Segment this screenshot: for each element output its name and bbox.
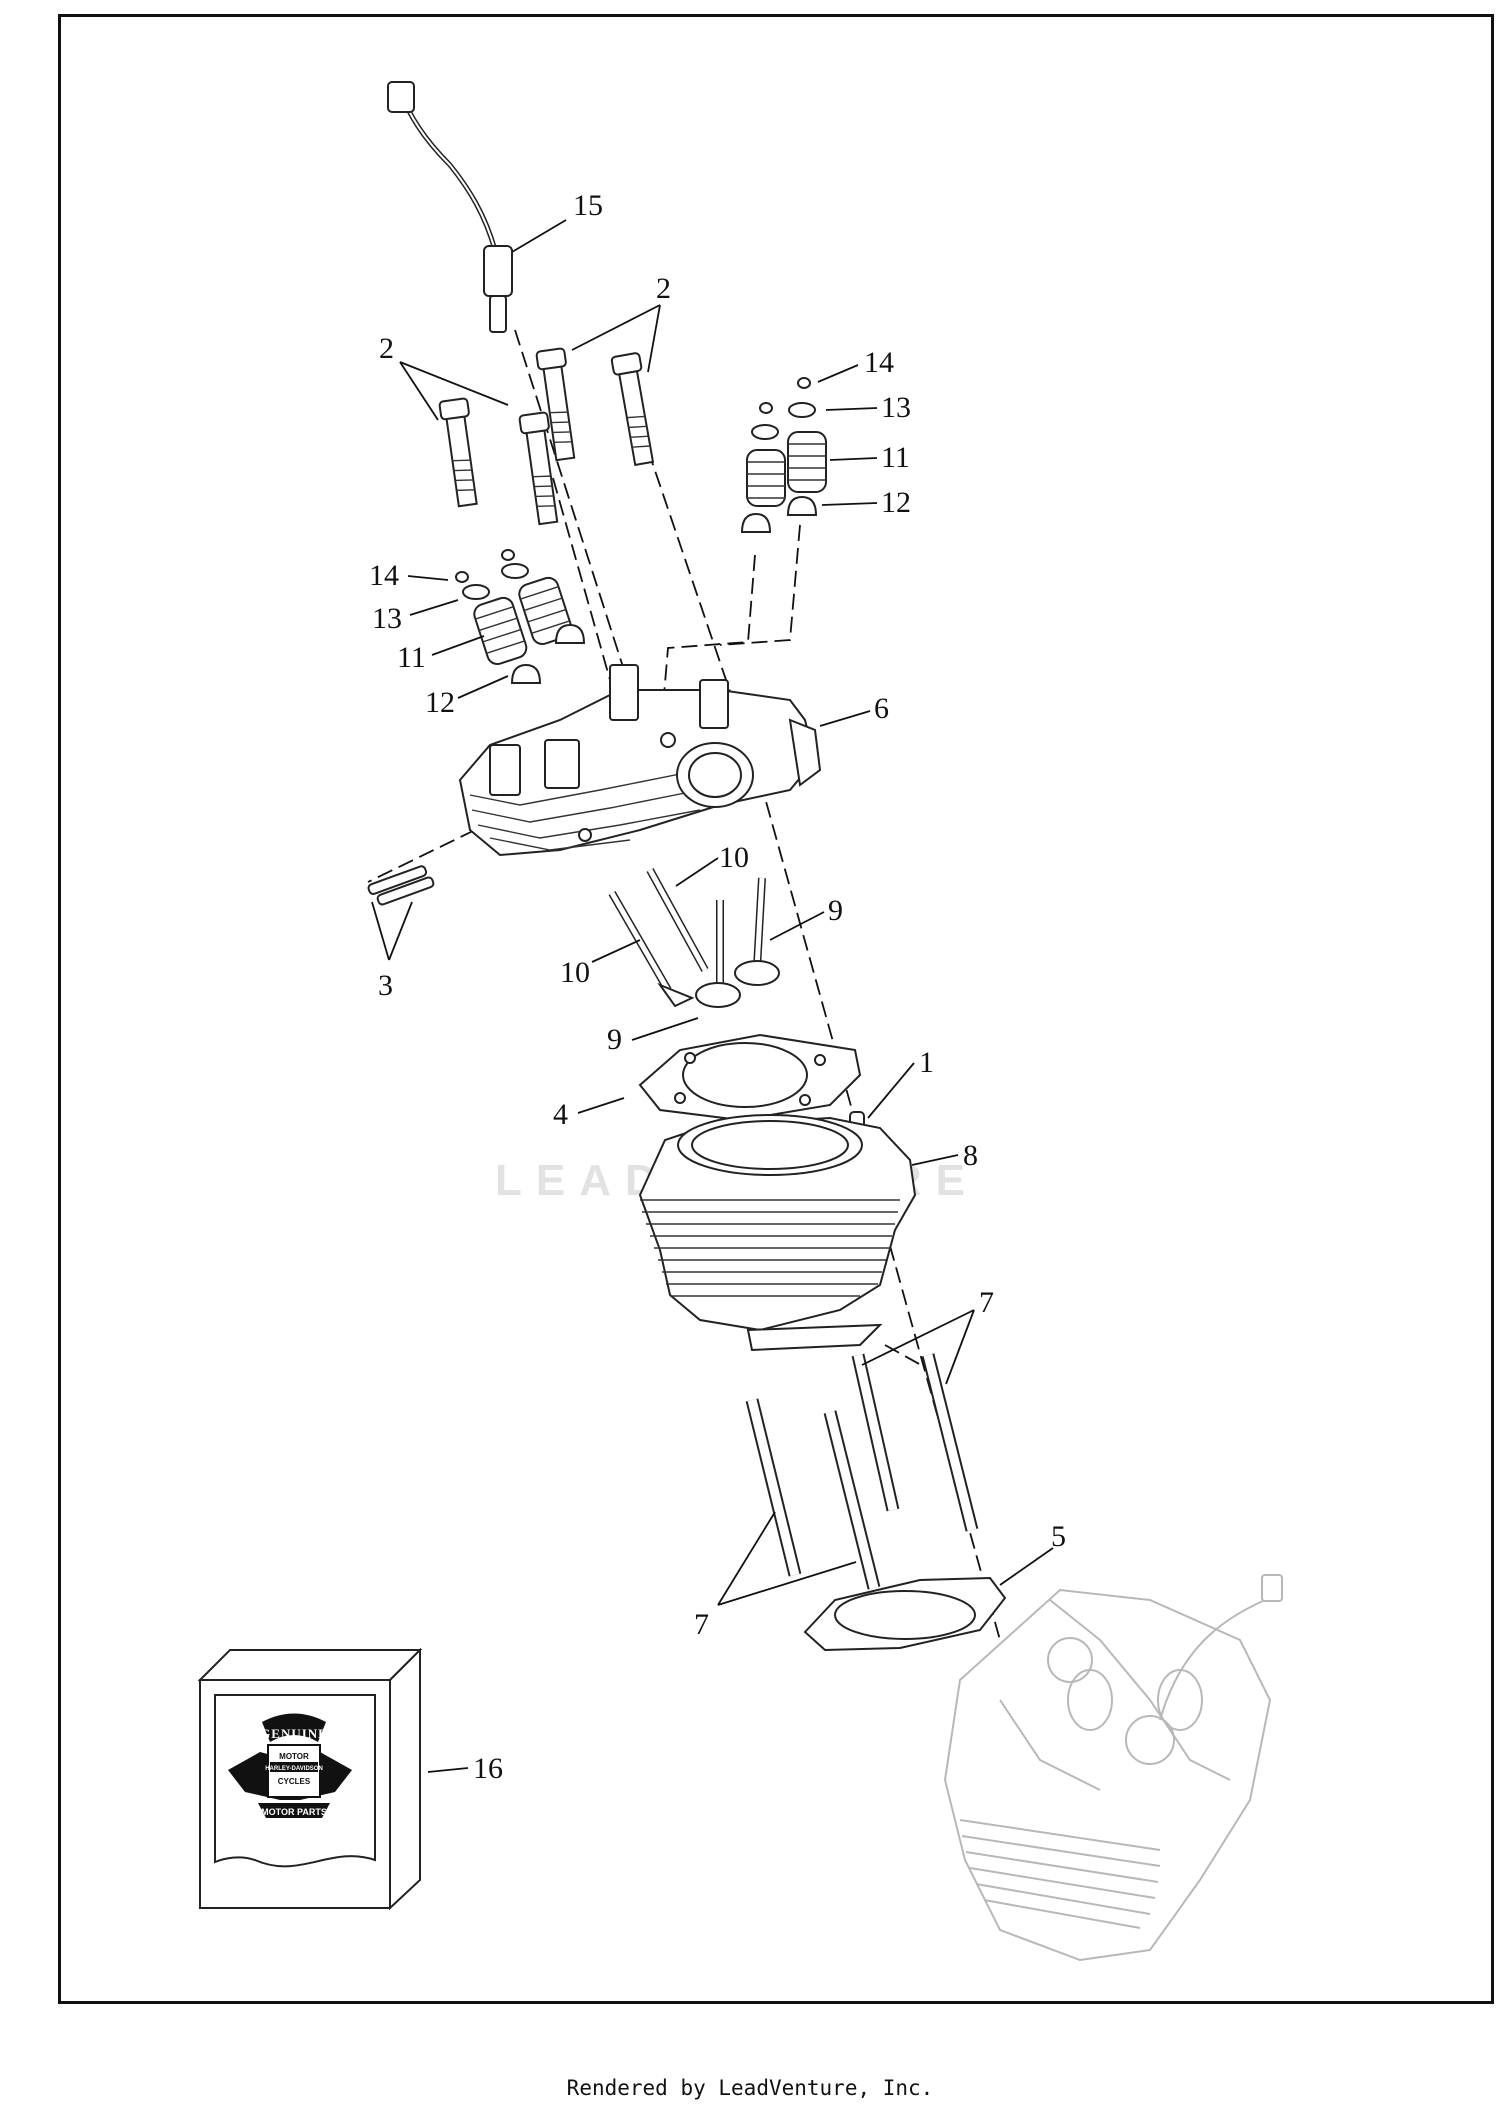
callout-14-left: 14 bbox=[369, 559, 399, 592]
logo-text-motor: MOTOR bbox=[279, 1752, 309, 1761]
callout-15: 15 bbox=[573, 189, 603, 222]
callout-11-right: 11 bbox=[881, 441, 910, 474]
part-11-14-valve-springs-left bbox=[455, 549, 586, 684]
callout-13-right: 13 bbox=[881, 391, 911, 424]
callout-4: 4 bbox=[553, 1098, 568, 1131]
callout-16: 16 bbox=[473, 1752, 503, 1785]
logo-text-genuine: GENUINE bbox=[260, 1726, 328, 1741]
logo-text-cycles: CYCLES bbox=[278, 1777, 311, 1786]
callout-7-bottom: 7 bbox=[694, 1608, 709, 1641]
part-15-sensor bbox=[387, 81, 513, 333]
logo-text-harley-davidson: HARLEY-DAVIDSON bbox=[265, 1766, 323, 1772]
callout-1: 1 bbox=[919, 1046, 934, 1079]
footer-credit: Rendered by LeadVenture, Inc. bbox=[566, 2076, 934, 2100]
part-9-10-valves bbox=[608, 868, 780, 1008]
callout-labels: 15 2 2 14 13 11 12 14 13 11 12 6 10 9 10… bbox=[369, 189, 1066, 1785]
callout-10-top: 10 bbox=[719, 841, 749, 874]
callout-7-top: 7 bbox=[979, 1286, 994, 1319]
diagram-frame bbox=[58, 14, 1494, 2004]
part-4-head-gasket bbox=[638, 1033, 862, 1122]
callout-10-left: 10 bbox=[560, 956, 590, 989]
callout-9-left: 9 bbox=[607, 1023, 622, 1056]
part-3-dowels bbox=[367, 865, 435, 906]
callout-13-left: 13 bbox=[372, 602, 402, 635]
callout-2-left: 2 bbox=[379, 332, 394, 365]
callout-11-left: 11 bbox=[397, 641, 426, 674]
callout-8: 8 bbox=[963, 1139, 978, 1172]
part-8-cylinder bbox=[638, 1114, 917, 1352]
callout-6: 6 bbox=[874, 692, 889, 725]
part-5-base-gasket bbox=[803, 1576, 1007, 1652]
assembly-lines bbox=[367, 329, 1001, 1641]
part-6-cylinder-head bbox=[458, 664, 822, 857]
part-11-14-valve-springs-right bbox=[740, 377, 827, 533]
callout-3: 3 bbox=[378, 969, 393, 1002]
callout-2-right: 2 bbox=[656, 272, 671, 305]
part-2-head-bolts bbox=[438, 347, 655, 526]
callout-9-right: 9 bbox=[828, 894, 843, 927]
part-16-service-manual: GENUINE MOTOR HARLEY-DAVIDSON CYCLES MOT… bbox=[197, 1647, 423, 1911]
callout-5: 5 bbox=[1051, 1520, 1066, 1553]
callout-14-right: 14 bbox=[864, 346, 894, 379]
part-7-pushrods bbox=[745, 1353, 979, 1590]
leader-lines bbox=[371, 219, 1054, 1773]
callout-12-right: 12 bbox=[881, 486, 911, 519]
assembled-engine-illustration bbox=[943, 1574, 1283, 1962]
callout-12-left: 12 bbox=[425, 686, 455, 719]
logo-text-motor-parts: MOTOR PARTS bbox=[261, 1807, 327, 1817]
harley-davidson-genuine-motor-parts-logo: GENUINE MOTOR HARLEY-DAVIDSON CYCLES MOT… bbox=[228, 1713, 352, 1818]
